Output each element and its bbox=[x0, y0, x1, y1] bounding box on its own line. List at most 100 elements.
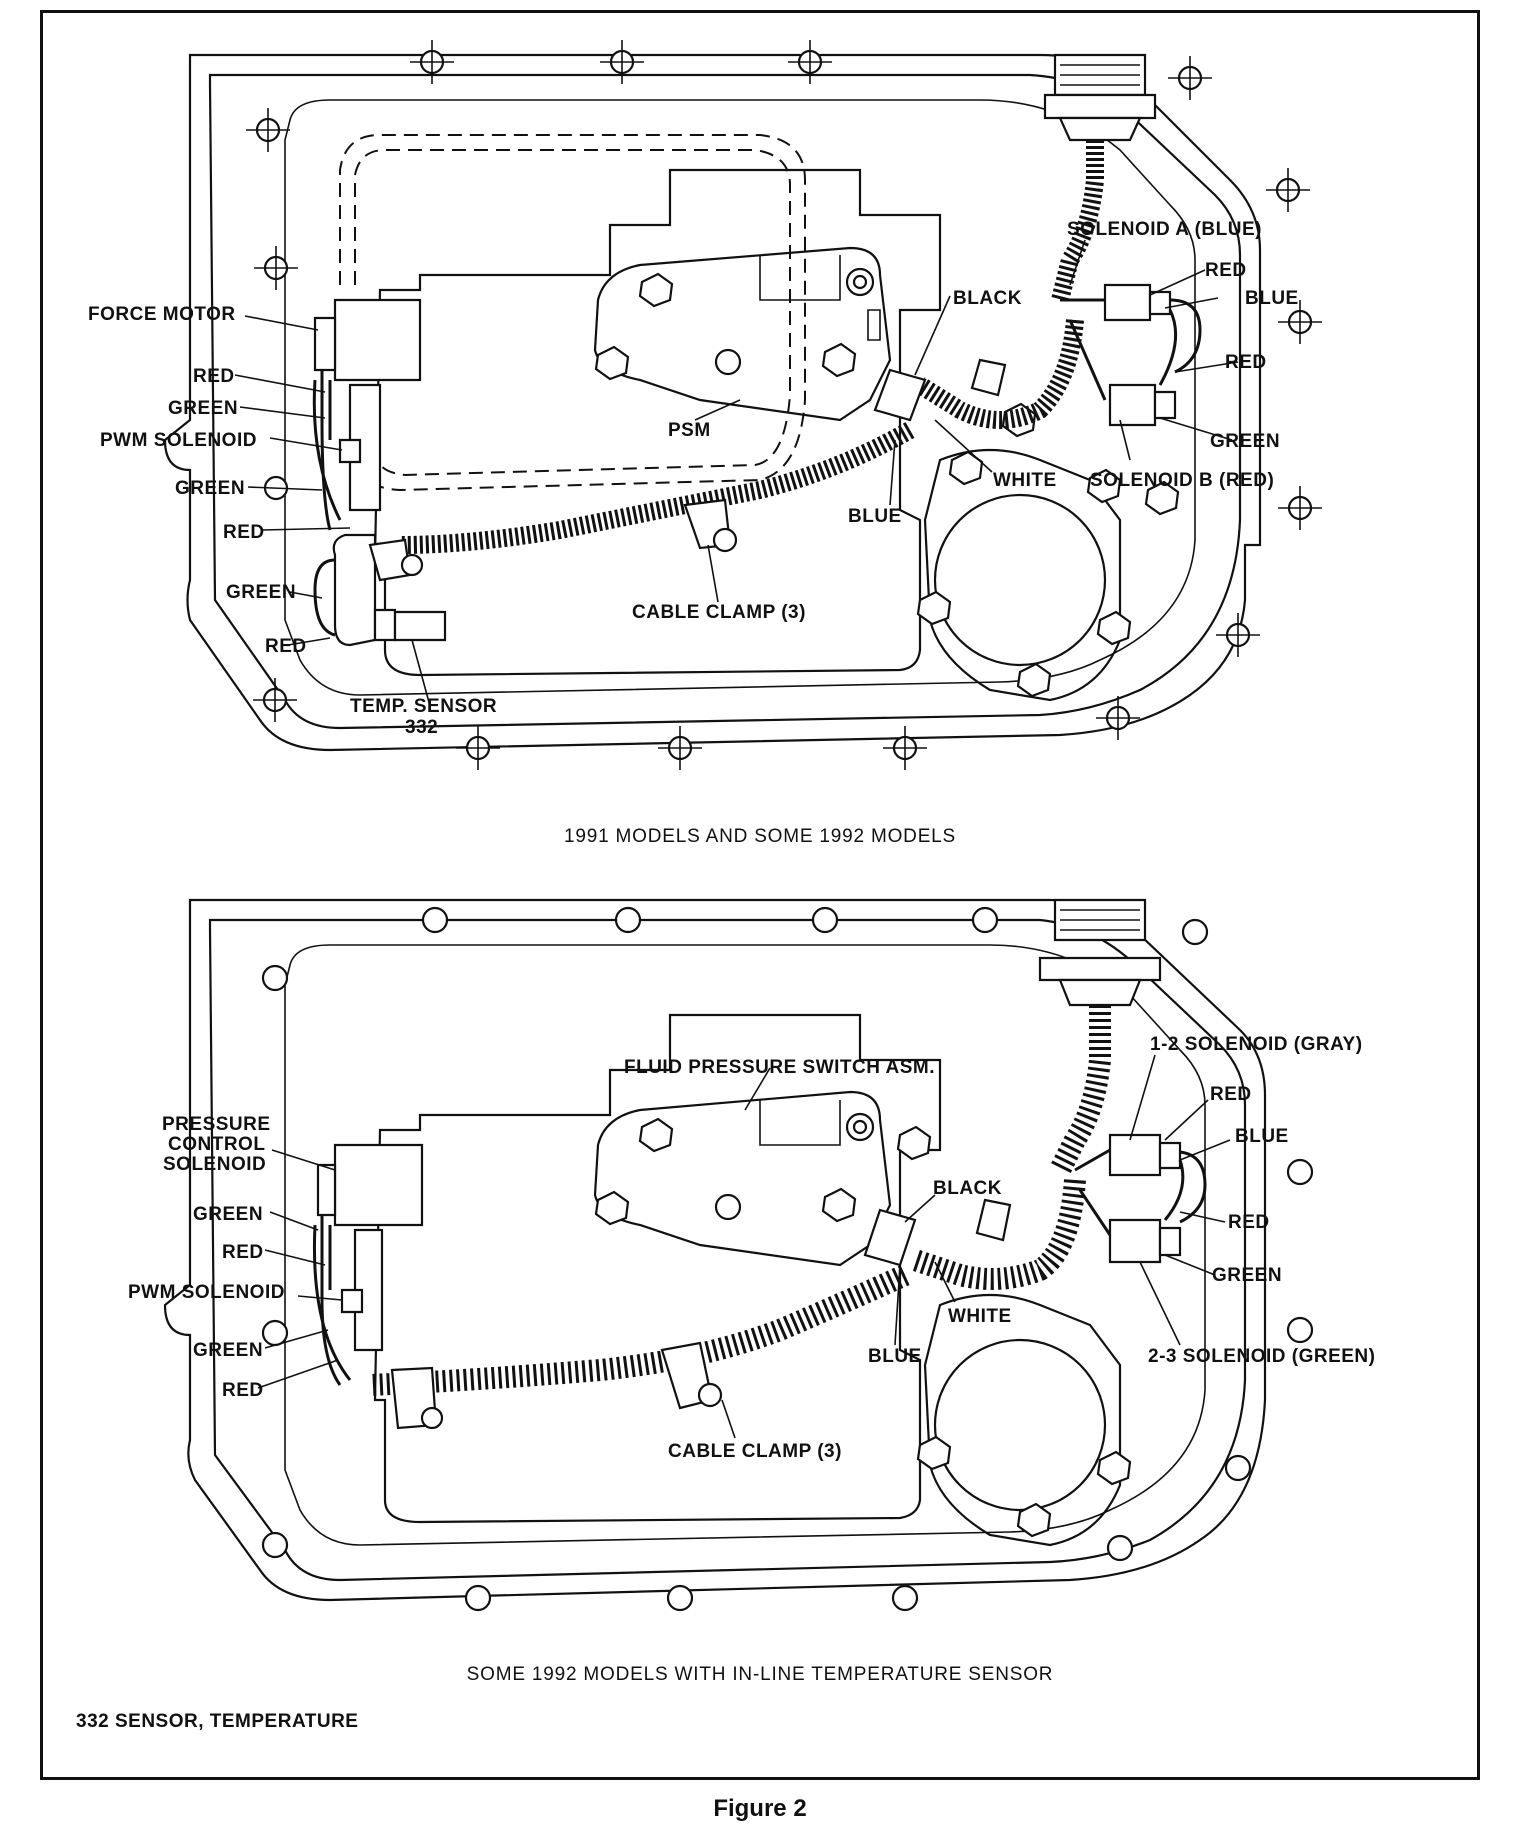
top-caption: 1991 MODELS AND SOME 1992 MODELS bbox=[564, 826, 956, 847]
bottom-servo-bolt-3 bbox=[1016, 1502, 1052, 1538]
bottom-solenoid-12 bbox=[1108, 1133, 1182, 1177]
figure-caption: Figure 2 bbox=[713, 1795, 806, 1822]
top-plate-bolt-5 bbox=[1144, 480, 1180, 516]
bottom-label-pressure-3: SOLENOID bbox=[163, 1154, 266, 1175]
bottom-plate-bolt-3 bbox=[821, 1187, 857, 1223]
bottom-label-pressure-1: PRESSURE bbox=[162, 1114, 271, 1135]
bottom-harness-long bbox=[369, 1264, 910, 1396]
bottom-servo-housing bbox=[923, 1293, 1122, 1547]
bottom-harness-lower bbox=[911, 1179, 1086, 1290]
top-label-black: BLACK bbox=[953, 288, 1022, 309]
bottom-harness-main bbox=[1050, 1005, 1111, 1175]
bottom-caption: SOME 1992 MODELS WITH IN-LINE TEMPERATUR… bbox=[467, 1664, 1054, 1685]
bottom-left-wires bbox=[312, 1215, 352, 1386]
top-force-motor bbox=[313, 298, 422, 382]
bottom-label-solenoid-12: 1-2 SOLENOID (GRAY) bbox=[1150, 1034, 1363, 1055]
top-crosshair-holes bbox=[246, 40, 1322, 770]
top-black-connector bbox=[873, 358, 1007, 422]
top-label-cable-clamp: CABLE CLAMP (3) bbox=[632, 602, 806, 623]
top-filter-dashed bbox=[339, 134, 806, 492]
top-label-green-b: GREEN bbox=[1210, 431, 1280, 452]
top-label-green-2: GREEN bbox=[175, 478, 245, 499]
top-label-white: WHITE bbox=[993, 470, 1057, 491]
top-label-red-a: RED bbox=[1205, 260, 1247, 281]
bottom-label-pressure-2: CONTROL bbox=[168, 1134, 265, 1155]
bottom-case-outline bbox=[163, 898, 1267, 1602]
legend-text: 332 SENSOR, TEMPERATURE bbox=[76, 1711, 358, 1732]
bottom-label-blue-a: BLUE bbox=[1235, 1126, 1289, 1147]
top-gasket-channel bbox=[284, 99, 1196, 696]
bottom-label-green-1: GREEN bbox=[193, 1204, 263, 1225]
bottom-label-fluid-pressure: FLUID PRESSURE SWITCH ASM. bbox=[624, 1057, 935, 1078]
top-servo-bolt-1 bbox=[948, 450, 984, 486]
top-psm-detail bbox=[759, 255, 841, 301]
bottom-servo-bolt-1 bbox=[916, 1435, 952, 1471]
bottom-leaders bbox=[257, 1054, 1231, 1439]
top-temp-sensor-part bbox=[313, 533, 447, 647]
bottom-label-white: WHITE bbox=[948, 1306, 1012, 1327]
top-servo-bolt-4 bbox=[1096, 610, 1132, 646]
bottom-valve-body bbox=[373, 1013, 942, 1524]
bottom-servo-bolt-2 bbox=[1096, 1450, 1132, 1486]
bottom-cable-clamp bbox=[390, 1341, 723, 1430]
top-leaders bbox=[234, 239, 1239, 707]
bottom-solenoid-23 bbox=[1108, 1218, 1182, 1264]
top-plate-bolt-3 bbox=[821, 342, 857, 378]
bottom-black-connector bbox=[863, 1198, 1012, 1267]
top-label-solenoid-a: SOLENOID A (BLUE) bbox=[1067, 219, 1262, 240]
top-label-red-3: RED bbox=[265, 636, 307, 657]
top-label-green-3: GREEN bbox=[226, 582, 296, 603]
top-harness-main bbox=[1051, 140, 1104, 303]
bottom-plate-bolt-4 bbox=[896, 1125, 932, 1161]
bottom-label-blue-1: BLUE bbox=[868, 1346, 922, 1367]
top-psm-bolt-inner bbox=[852, 274, 868, 290]
top-label-force-motor: FORCE MOTOR bbox=[88, 304, 236, 325]
top-case-connector bbox=[1043, 53, 1157, 142]
top-plate-bolt-2 bbox=[594, 345, 630, 381]
top-label-blue-1: BLUE bbox=[848, 506, 902, 527]
top-harness-long bbox=[399, 422, 915, 554]
bottom-servo-bore bbox=[933, 1338, 1107, 1512]
page-frame bbox=[40, 10, 1480, 1780]
top-diagram: FORCE MOTOR RED GREEN PWM SOLENOID GREEN… bbox=[88, 40, 1322, 847]
top-left-wires bbox=[312, 370, 342, 531]
bottom-diagram: PRESSURE CONTROL SOLENOID GREEN RED PWM … bbox=[128, 898, 1375, 1685]
bottom-gasket-channel bbox=[284, 944, 1206, 1546]
top-psm-plate bbox=[593, 246, 892, 422]
top-solenoid-a bbox=[1103, 283, 1172, 322]
top-servo-bolt-2 bbox=[1086, 468, 1122, 504]
bottom-bolt-holes bbox=[261, 906, 1314, 1612]
bottom-label-pwm-solenoid: PWM SOLENOID bbox=[128, 1282, 285, 1303]
top-servo-housing bbox=[923, 448, 1122, 702]
bottom-label-solenoid-23: 2-3 SOLENOID (GREEN) bbox=[1148, 1346, 1375, 1367]
top-label-temp-sensor: TEMP. SENSOR bbox=[350, 696, 497, 717]
bottom-plate-hole bbox=[714, 1193, 742, 1221]
bottom-label-red-b: RED bbox=[1228, 1212, 1270, 1233]
top-psm-slot bbox=[867, 309, 881, 341]
bottom-case-connector bbox=[1038, 898, 1162, 1007]
bottom-label-red-a: RED bbox=[1210, 1084, 1252, 1105]
bottom-label-black: BLACK bbox=[933, 1178, 1002, 1199]
top-label-green-1: GREEN bbox=[168, 398, 238, 419]
top-label-pwm-solenoid: PWM SOLENOID bbox=[100, 430, 257, 451]
bottom-label-cable-clamp: CABLE CLAMP (3) bbox=[668, 1441, 842, 1462]
top-case-outline bbox=[163, 53, 1262, 752]
bottom-label-green-b: GREEN bbox=[1212, 1265, 1282, 1286]
top-plate-bolt-1 bbox=[638, 272, 674, 308]
bottom-label-red-2: RED bbox=[222, 1380, 264, 1401]
top-label-solenoid-b: SOLENOID B (RED) bbox=[1090, 470, 1274, 491]
bottom-case-inner-outline bbox=[208, 918, 1247, 1582]
top-solenoid-wires bbox=[1060, 298, 1202, 401]
top-label-psm: PSM bbox=[668, 420, 711, 441]
bottom-label-green-2: GREEN bbox=[193, 1340, 263, 1361]
top-servo-bore bbox=[933, 493, 1107, 667]
bottom-plate-bolt-2 bbox=[594, 1190, 630, 1226]
top-label-red-2: RED bbox=[223, 522, 265, 543]
bottom-pressure-control-solenoid bbox=[316, 1143, 424, 1227]
bottom-pwm-solenoid bbox=[340, 1228, 384, 1352]
top-label-temp-sensor-num: 332 bbox=[405, 717, 438, 738]
top-servo-bolt-3 bbox=[916, 590, 952, 626]
top-label-red-1: RED bbox=[193, 366, 235, 387]
top-harness-lower bbox=[915, 319, 1084, 429]
